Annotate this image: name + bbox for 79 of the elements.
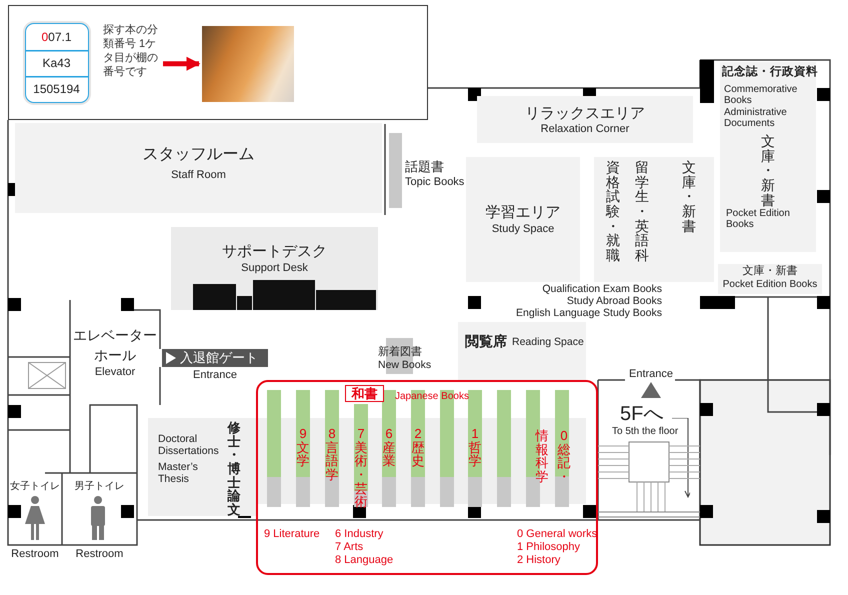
- room-name: 学習エリア: [484, 204, 562, 222]
- room-name-english: Administrative Documents: [724, 107, 788, 129]
- shelf-label: 8言語学: [324, 427, 340, 482]
- shelf-label: 2歴史: [410, 427, 426, 468]
- room-name-english: Topic Books: [405, 176, 464, 189]
- shelf-label: 資格試験・就職: [604, 160, 621, 263]
- call-number: 1505194: [32, 81, 81, 98]
- shelf-label: 7美術・芸術: [354, 427, 368, 509]
- sign-caption: Entrance: [192, 369, 238, 382]
- category-legend: 2 History: [517, 554, 560, 567]
- room-name-english: Study Space: [490, 223, 556, 236]
- shelf-caption: Master’s Thesis: [158, 461, 199, 485]
- section-label: Japanese Books: [395, 391, 469, 402]
- room-name: 記念誌・行政資料: [722, 66, 818, 80]
- floor-sign-english: To 5th the floor: [612, 426, 678, 438]
- category-legend: 6 Industry: [335, 528, 384, 541]
- photo: [202, 26, 294, 102]
- call-number-card: [25, 23, 89, 103]
- shelf-caption: Doctoral Dissertations: [158, 433, 220, 457]
- shelf-area: [720, 62, 816, 252]
- category-legend: 7 Arts: [335, 541, 364, 554]
- shelf-caption: English Language Study Books: [515, 307, 662, 320]
- shelf-label: 留学生・英語科: [634, 160, 650, 263]
- room-name: 話題書: [405, 160, 444, 175]
- room-name: スタッフルーム: [142, 146, 256, 164]
- floor-sign: 5Fへ: [620, 402, 664, 426]
- shelf-caption: Study Abroad Books: [566, 295, 662, 308]
- room-area: [171, 227, 378, 310]
- bookshelf: [296, 390, 310, 507]
- room-name: リラックスエリア: [524, 105, 646, 122]
- section-frame: [256, 380, 598, 575]
- shelf-area: [148, 418, 256, 516]
- shelf-label: 修士・博士論文: [226, 421, 242, 516]
- category-legend: 8 Language: [335, 554, 394, 567]
- room-name-english: Support Desk: [240, 262, 309, 275]
- category-legend: 0 General works: [517, 528, 598, 541]
- shelf-caption: Pocket Edition Books: [726, 208, 791, 230]
- shelf-caption: Pocket Edition Books: [722, 279, 818, 290]
- shelf-label: 1哲学: [468, 427, 482, 468]
- shelf-label: 9文学: [296, 427, 310, 468]
- bookshelf: [354, 404, 368, 507]
- room-name: 閲覧席: [465, 333, 507, 350]
- room-name-english: Relaxation Corner: [540, 123, 630, 136]
- sign-text: 入退館ゲート: [180, 350, 258, 366]
- room-name: エレベーターホール: [72, 326, 158, 365]
- room-name-english: Staff Room: [170, 169, 227, 182]
- arrow: [163, 56, 200, 71]
- shelf-label: 文庫・新書: [742, 265, 798, 278]
- bookshelf: [325, 390, 339, 507]
- bookshelf: [497, 390, 511, 507]
- call-number: Ka43: [41, 55, 72, 72]
- room-name-english: New Books: [378, 359, 432, 372]
- call-number: 007.1: [40, 29, 73, 46]
- bookshelf: [267, 390, 281, 507]
- room-name: サポートデスク: [221, 243, 328, 260]
- bookshelf: [382, 390, 396, 507]
- room-name-english: Restroom: [74, 548, 124, 561]
- shelf-label: 6産業: [382, 427, 396, 468]
- shelf-label: 文庫・新書: [681, 160, 697, 234]
- shelf-label: 文庫・新書: [760, 134, 776, 208]
- room-area: [15, 123, 382, 213]
- category-legend: 1 Philosophy: [517, 541, 580, 554]
- room-name-english: Commemorative Books: [724, 84, 798, 106]
- legend-panel: [8, 5, 428, 120]
- room-name: 新着図書: [378, 346, 422, 359]
- room-area: [477, 96, 693, 143]
- room-name: 女子トイレ: [9, 481, 61, 492]
- bookshelf: [468, 390, 482, 507]
- room-name-english: Restroom: [10, 548, 60, 561]
- shelf-label: 0総記・情報科学: [534, 429, 572, 485]
- category-legend: 9 Literature: [264, 528, 320, 541]
- room-name: 男子トイレ: [74, 481, 126, 492]
- room-name-english: Reading Space: [512, 336, 584, 348]
- category-tag: [345, 385, 384, 402]
- instruction-text: 探す本の分類番号 1ケタ目が棚の番号です: [103, 23, 163, 108]
- room-name-english: Elevator: [94, 366, 136, 379]
- room-area: [458, 322, 586, 380]
- shelf-caption: Qualification Exam Books: [541, 283, 662, 296]
- tag-text: 和書: [350, 386, 378, 401]
